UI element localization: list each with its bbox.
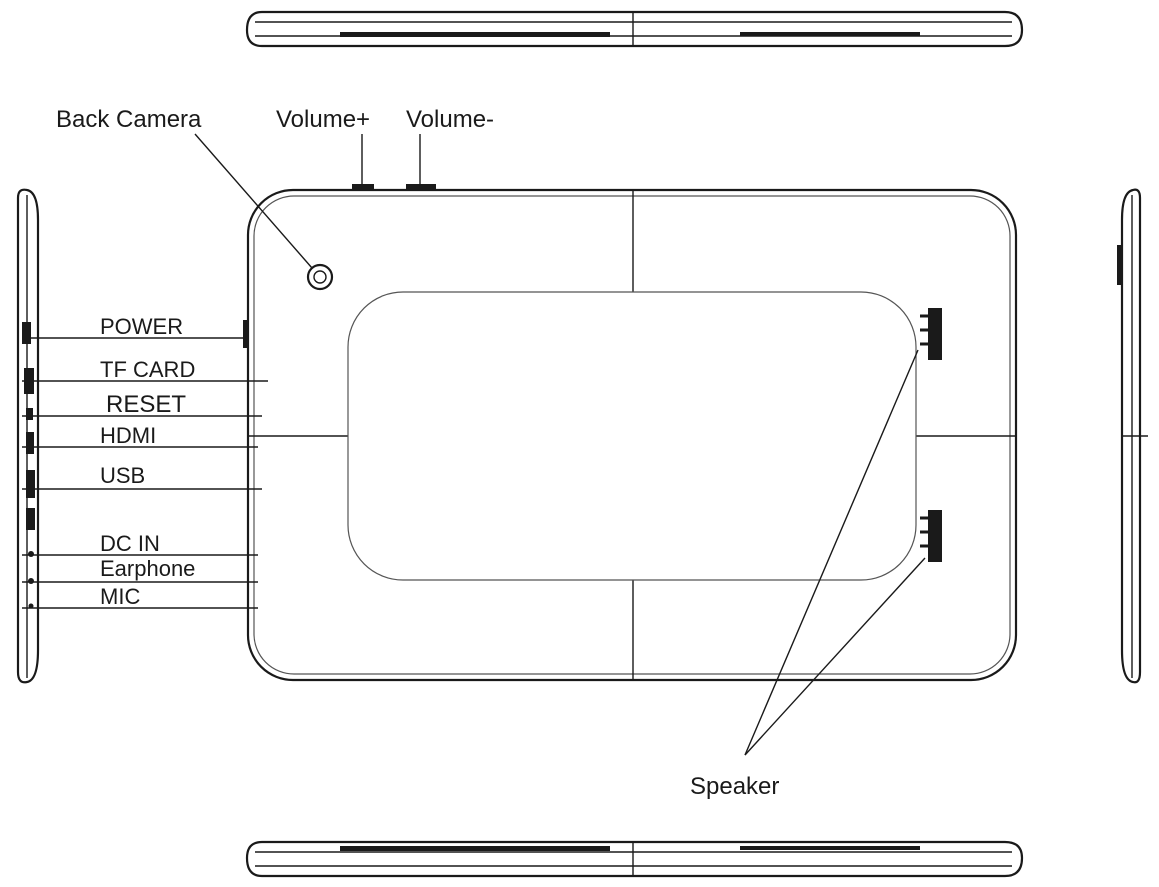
hdmi-label: HDMI — [100, 423, 156, 448]
volume-minus-button — [406, 184, 436, 191]
usb-label: USB — [100, 463, 145, 488]
volume-plus-button — [352, 184, 374, 191]
leader-lines — [22, 133, 926, 756]
top-edge-view — [245, 10, 1024, 48]
volume-minus-label: Volume- — [406, 106, 494, 133]
reset-label: RESET — [106, 391, 186, 418]
power-label: POWER — [100, 314, 183, 339]
tablet-back-view — [243, 184, 1018, 682]
tf-card-label: TF CARD — [100, 357, 195, 382]
speaker-grille-top — [920, 308, 942, 360]
speaker-label: Speaker — [690, 773, 779, 800]
speaker-grille-bottom — [920, 510, 942, 562]
right-side-view — [1117, 188, 1148, 684]
volume-plus-label: Volume+ — [276, 106, 370, 133]
earphone-label: Earphone — [100, 556, 195, 581]
dc-in-label: DC IN — [100, 531, 160, 556]
power-button — [243, 320, 249, 348]
bottom-edge-view — [245, 840, 1024, 878]
back-camera-lens — [306, 263, 334, 291]
back-camera-label: Back Camera — [56, 106, 202, 133]
mic-label: MIC — [100, 584, 140, 609]
